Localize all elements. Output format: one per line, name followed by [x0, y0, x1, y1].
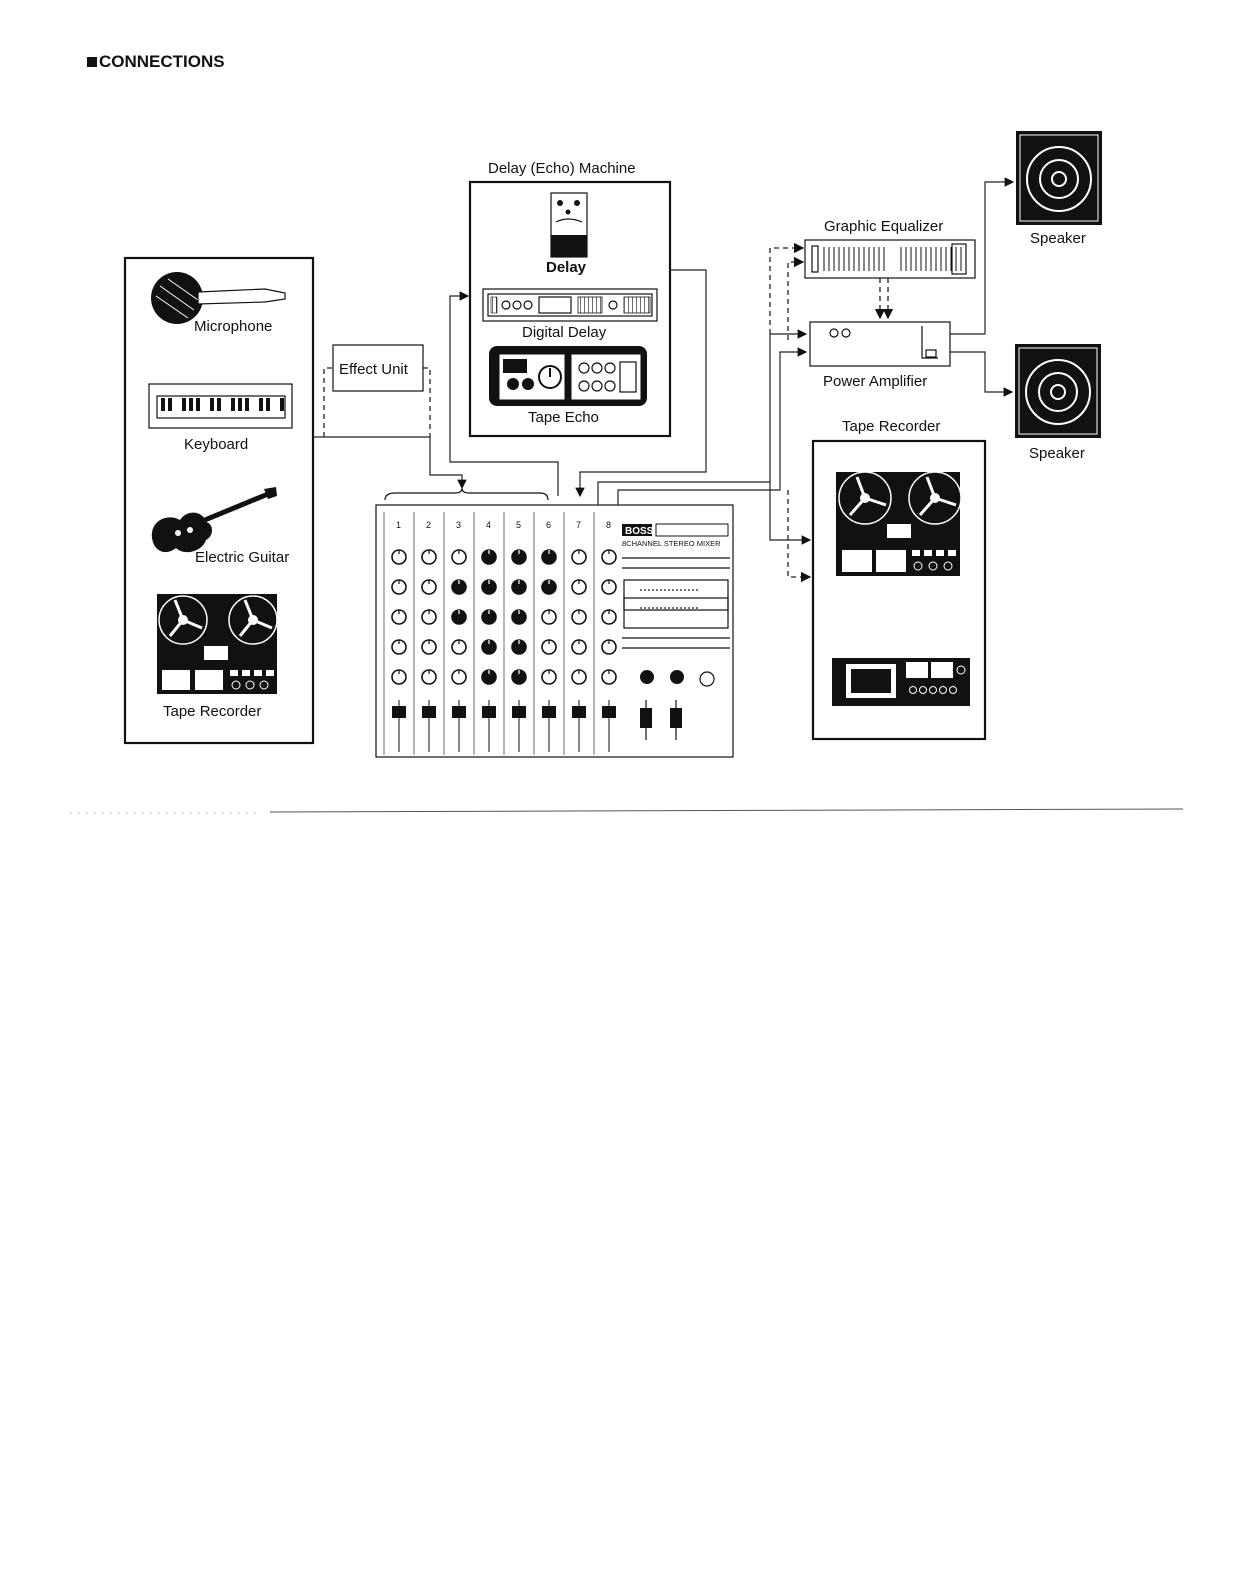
keyboard-icon [149, 384, 292, 428]
microphone-label: Microphone [194, 318, 272, 335]
mixer-fader-knob-icon [392, 706, 406, 718]
electric-guitar-icon [152, 487, 277, 552]
mixer-channel-number: 2 [426, 520, 431, 530]
mixer-fader-knob-icon [542, 706, 556, 718]
square-bullet-icon [87, 57, 97, 67]
delay-machine-title: Delay (Echo) Machine [488, 160, 636, 177]
power-amplifier: Power Amplifier [810, 322, 950, 390]
microphone-icon [151, 272, 285, 324]
keyboard-black-key [189, 398, 193, 411]
speaker-label: Speaker [1030, 230, 1086, 247]
mixer-channel-number: 8 [606, 520, 611, 530]
mixer-fader-knob-icon [572, 706, 586, 718]
cassette-deck-icon [832, 658, 970, 706]
tape-echo-label: Tape Echo [528, 409, 599, 426]
mixer-master-section [622, 558, 730, 740]
amp-knob-icon [842, 329, 850, 337]
mixer-channel-number: 1 [396, 520, 401, 530]
mixer-channel-strip: 2 [414, 512, 436, 755]
tape-echo-icon [489, 346, 647, 406]
mixer-channel-strip: 3 [444, 512, 466, 755]
mixer-channel-number: 6 [546, 520, 551, 530]
speaker-top: Speaker [1016, 131, 1102, 247]
tape-recorder-icon [157, 594, 277, 694]
mixer-channel-strips: 1 2 3 4 5 6 7 8 [384, 512, 616, 755]
page-divider [270, 809, 1183, 812]
source-panel: Microphone Keyboard Electric Guitar [125, 258, 313, 743]
keyboard-black-key [217, 398, 221, 411]
electric-guitar-label: Electric Guitar [195, 549, 289, 566]
mixer-channel-strip: 6 [534, 512, 556, 755]
digital-delay-icon [483, 289, 657, 321]
keyboard-black-key [231, 398, 235, 411]
delay-machine: Delay (Echo) Machine Delay Digital Delay [470, 160, 670, 436]
power-amplifier-label: Power Amplifier [823, 373, 927, 390]
keyboard-black-key [161, 398, 165, 411]
mixer-fader-knob-icon [602, 706, 616, 718]
mixer-channel-strip: 8 [594, 512, 616, 755]
mixer-fader-knob-icon [422, 706, 436, 718]
heading: CONNECTIONS [87, 52, 225, 71]
effect-unit-label: Effect Unit [339, 361, 409, 378]
mixer-channel-strip: 1 [384, 512, 406, 755]
mixer-channel-number: 7 [576, 520, 581, 530]
mixer-fader-knob-icon [482, 706, 496, 718]
output-tape-recorder: Tape Recorder [813, 418, 985, 739]
keyboard-black-key [210, 398, 214, 411]
power-amplifier-frame [810, 322, 950, 366]
mixer-channel-strip: 7 [564, 512, 586, 755]
mixer-fader-knob-icon [452, 706, 466, 718]
output-tape-recorder-label: Tape Recorder [842, 418, 940, 435]
keyboard-black-key [182, 398, 186, 411]
mixer-channel-strip: 5 [504, 512, 526, 755]
speaker-bottom: Speaker [1015, 344, 1101, 462]
amp-knob-icon [830, 329, 838, 337]
mixer-fader-knob-icon [512, 706, 526, 718]
keyboard-black-key [245, 398, 249, 411]
graphic-equalizer: Graphic Equalizer [805, 218, 975, 278]
page-title: CONNECTIONS [99, 52, 225, 71]
mixer-channel-number: 4 [486, 520, 491, 530]
mixer-model-plate [656, 524, 728, 536]
tape-recorder-label: Tape Recorder [163, 703, 261, 720]
mixer-channel-number: 5 [516, 520, 521, 530]
mixer-subtitle: 8CHANNEL STEREO MIXER [622, 539, 721, 548]
eq-sliders [824, 247, 961, 271]
mixer-brand: BOSS [625, 526, 654, 537]
keyboard-black-key [196, 398, 200, 411]
keyboard-black-key [238, 398, 242, 411]
delay-pedal-icon [551, 193, 587, 257]
speaker-label: Speaker [1029, 445, 1085, 462]
keyboard-black-key [259, 398, 263, 411]
reel-tape-recorder-icon [836, 472, 961, 576]
delay-label: Delay [546, 259, 587, 276]
graphic-equalizer-label: Graphic Equalizer [824, 218, 943, 235]
mixer-channel-strip: 4 [474, 512, 496, 755]
keyboard-label: Keyboard [184, 436, 248, 453]
mixer: 1 2 3 4 5 6 7 8 BOSS 8CHANNEL STEREO MIXER [376, 505, 733, 757]
digital-delay-label: Digital Delay [522, 324, 607, 341]
keyboard-black-key [280, 398, 284, 411]
keyboard-black-key [168, 398, 172, 411]
graphic-equalizer-frame [805, 240, 975, 278]
mixer-channel-number: 3 [456, 520, 461, 530]
effect-unit: Effect Unit [333, 345, 423, 391]
keyboard-black-key [266, 398, 270, 411]
